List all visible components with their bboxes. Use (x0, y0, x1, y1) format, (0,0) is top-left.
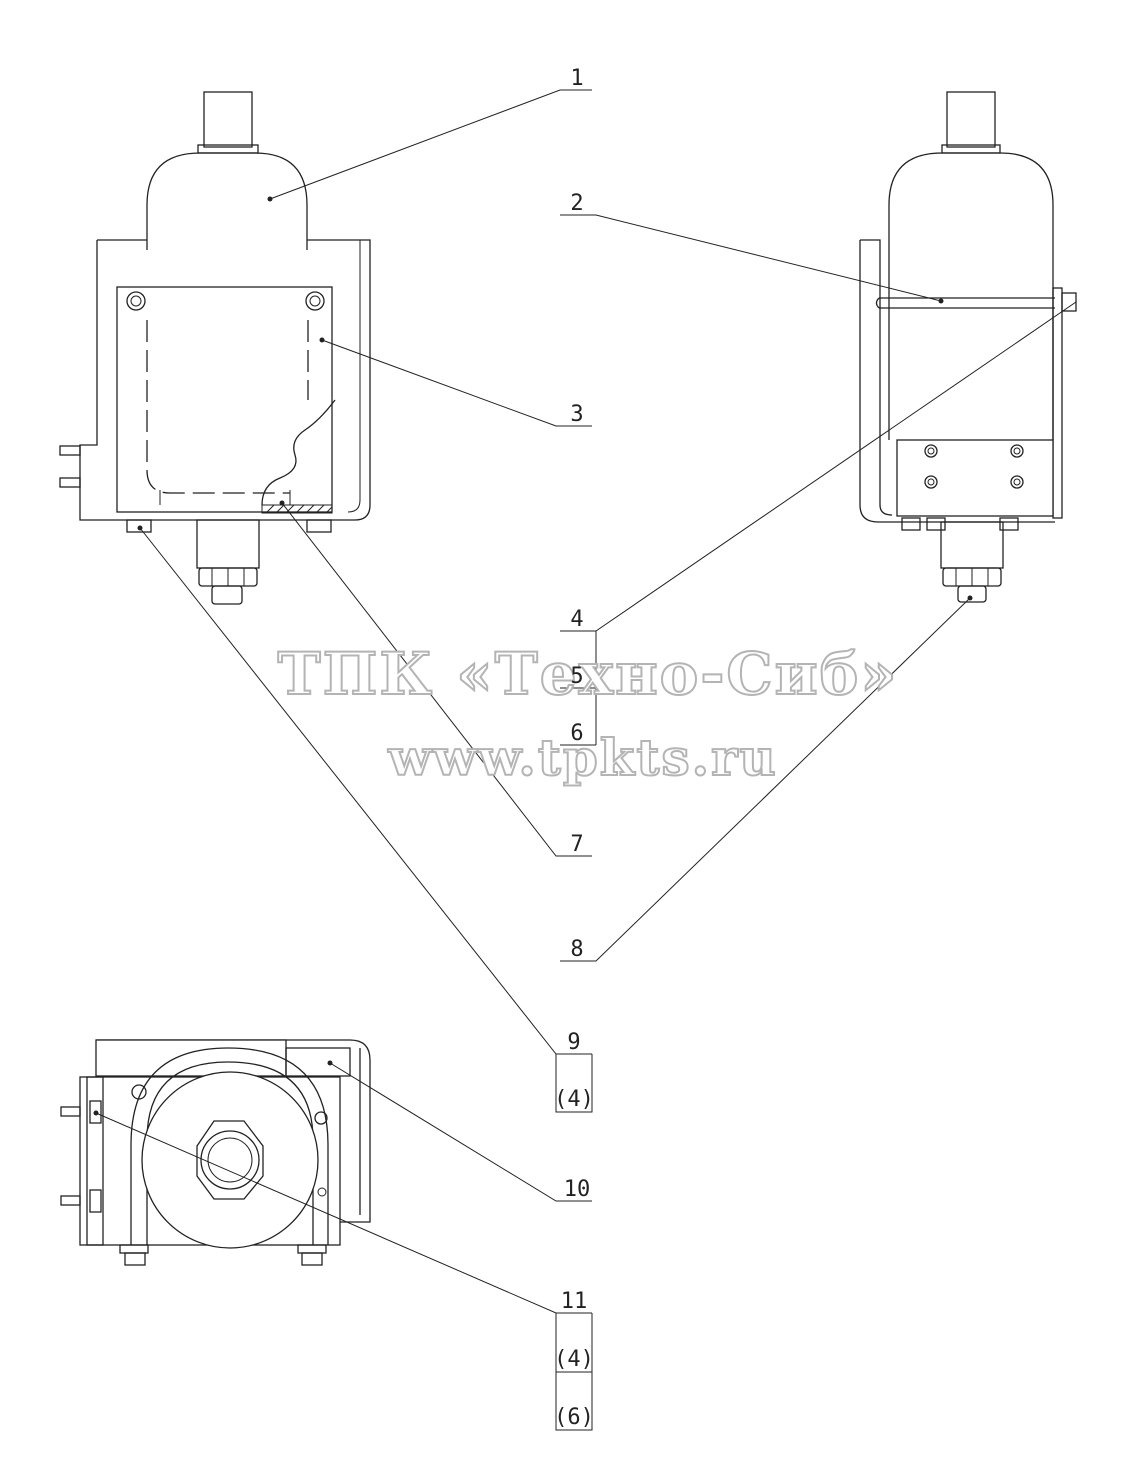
callout-10: 10 (564, 1177, 591, 1202)
bolt-head-left (126, 291, 146, 311)
side-view (859, 91, 1077, 603)
block-bolt-4 (1010, 475, 1024, 489)
watermark-company: ТПК «Техно-Сиб» (277, 640, 898, 708)
bolt-head-right (305, 291, 325, 311)
callout-3: 3 (570, 402, 583, 427)
callout-11-qty-b: (6) (554, 1405, 594, 1430)
callout-labels: 1 2 3 4 5 6 7 8 9 (4) 10 11 (4) (6) (554, 66, 594, 1430)
callout-7: 7 (570, 832, 583, 857)
callout-11-qty-a: (4) (554, 1347, 594, 1372)
front-view (59, 91, 371, 605)
block-bolt-2 (1010, 444, 1024, 458)
callout-4: 4 (570, 607, 583, 632)
callout-1: 1 (570, 66, 583, 91)
callout-9-qty: (4) (554, 1087, 594, 1112)
callout-5: 5 (570, 664, 583, 689)
callout-8: 8 (570, 937, 583, 962)
callout-11: 11 (561, 1289, 588, 1314)
watermark: ТПК «Техно-Сиб» www.tpkts.ru (276, 639, 898, 788)
hatch-section (261, 504, 333, 514)
callout-9: 9 (567, 1030, 580, 1055)
block-bolt-3 (924, 475, 938, 489)
callout-2: 2 (570, 191, 583, 216)
leader-lines (93, 89, 1077, 1431)
callout-6: 6 (570, 721, 583, 746)
block-bolt-1 (924, 444, 938, 458)
top-view (60, 1039, 371, 1266)
watermark-url: www.tpkts.ru (387, 728, 778, 787)
